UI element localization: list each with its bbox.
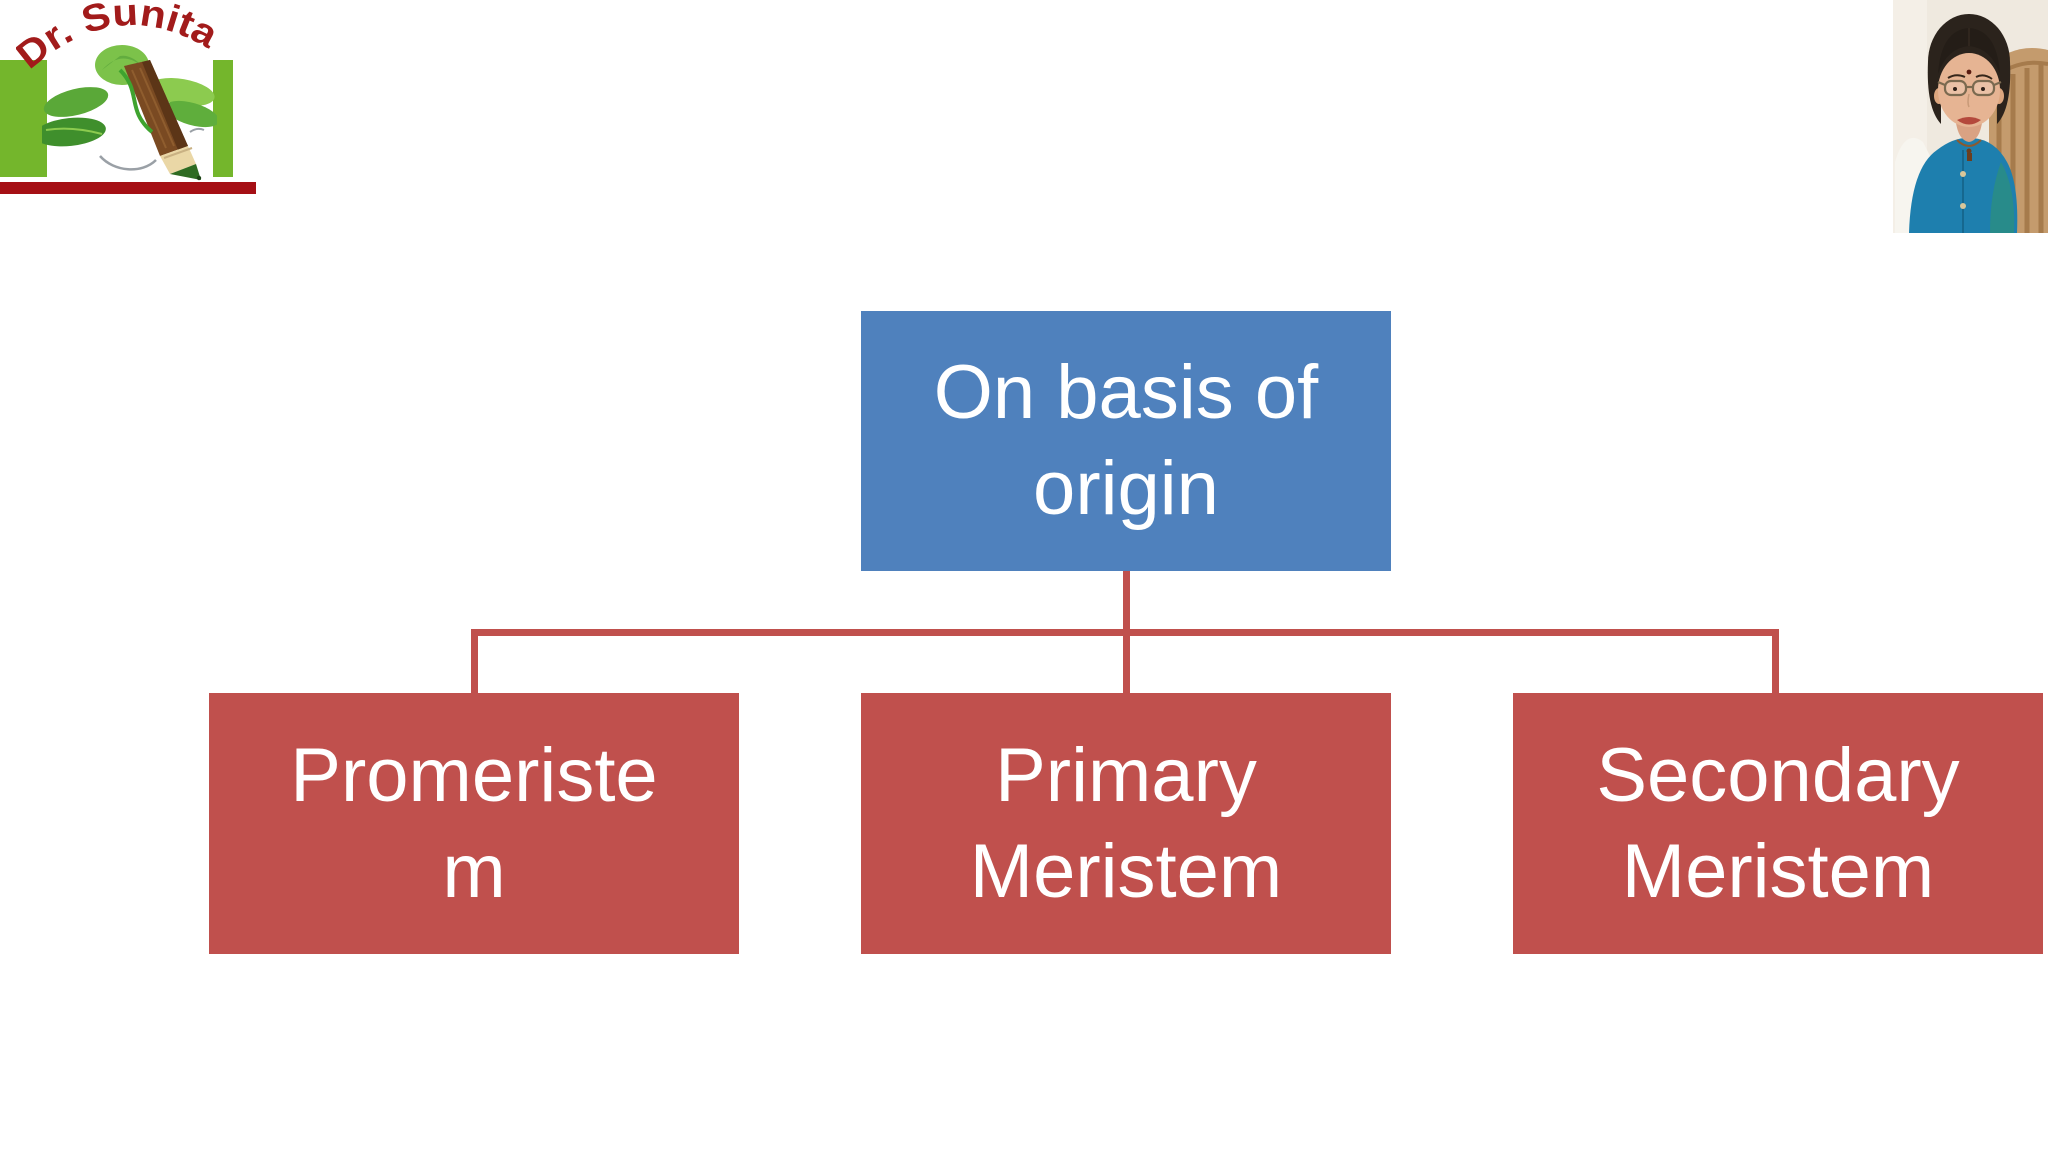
logo-frame-left [0, 60, 47, 177]
diagram-child-box-secondary-meristem: Secondary Meristem [1513, 693, 2043, 954]
child3-line-2: Meristem [1621, 828, 1935, 914]
child2-line-1: Primary [995, 732, 1257, 818]
presenter-photo [1893, 0, 2048, 233]
connector-to-left-child [471, 629, 478, 693]
logo-brand: Dr. Sunita [16, 0, 225, 77]
diagram-child-box-primary-meristem: Primary Meristem [861, 693, 1391, 954]
root-box-line-1: On basis of [933, 350, 1319, 436]
pencil-leaf-logo-icon [42, 45, 217, 181]
child2-line-2: Meristem [969, 828, 1283, 914]
root-box-line-2: origin [1033, 446, 1219, 531]
diagram-child-box-promeristem: Promeriste m [209, 693, 739, 954]
logo-underline-bar [0, 182, 256, 194]
diagram-root-box: On basis of origin [861, 311, 1391, 571]
connector-to-right-child [1772, 629, 1779, 693]
logo-brand-text: Dr. Sunita [16, 0, 225, 77]
child3-line-1: Secondary [1596, 732, 1960, 818]
connector-horizontal [471, 629, 1779, 636]
child1-line-1: Promeriste [290, 732, 658, 818]
svg-text:Dr. Sunita: Dr. Sunita [16, 0, 225, 77]
logo-frame-right [213, 60, 233, 177]
child1-line-2: m [442, 828, 506, 914]
